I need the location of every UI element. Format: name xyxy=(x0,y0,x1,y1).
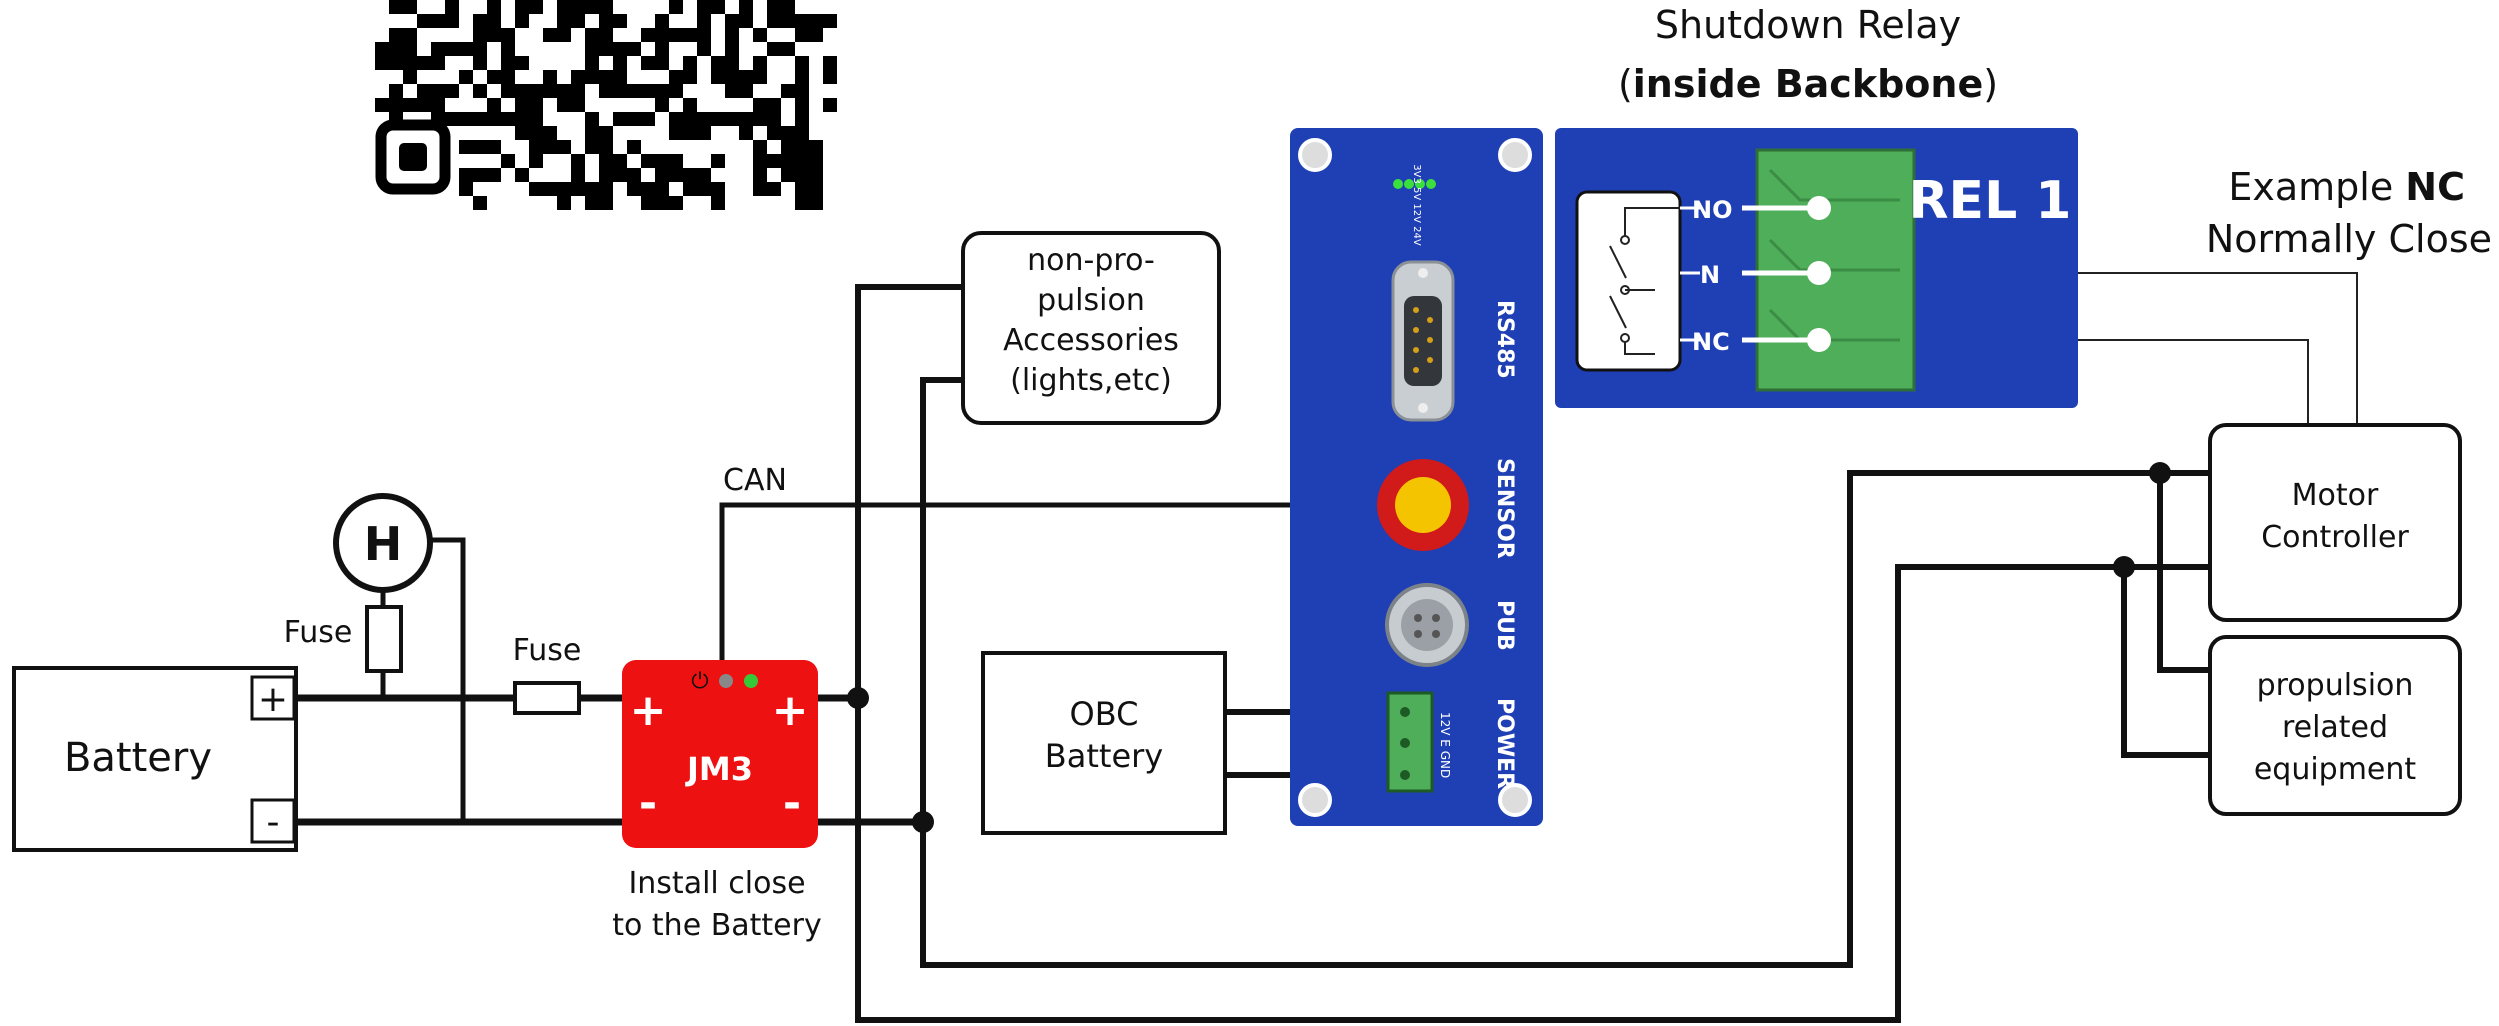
propulsion-line1: propulsion xyxy=(2257,668,2414,703)
power-connector xyxy=(1386,691,1434,793)
fuse-main: Fuse xyxy=(513,633,582,715)
backbone-led xyxy=(1393,179,1403,189)
junction-dot xyxy=(2149,462,2171,484)
wire-plus-bus xyxy=(855,284,2213,1023)
relay-terminal-n xyxy=(1807,261,1831,285)
jm3-minus-left: - xyxy=(639,778,657,829)
example-line2: Normally Close xyxy=(2206,217,2492,261)
junction-dot xyxy=(2113,556,2135,578)
example-nc-note: Example NC Normally Close xyxy=(2206,165,2492,261)
jm3-led-green xyxy=(744,674,758,688)
motor-controller-box: Motor Controller xyxy=(2208,423,2462,622)
motor-line1: Motor xyxy=(2292,478,2379,513)
wire-minus-bus xyxy=(920,377,2213,968)
fuse-left: Fuse xyxy=(284,605,403,673)
mounting-hole xyxy=(1498,138,1532,172)
fuse-main-label: Fuse xyxy=(513,633,582,668)
wire-plus-propulsion xyxy=(2157,470,2213,673)
can-label: CAN xyxy=(723,463,787,498)
mounting-hole xyxy=(1298,138,1332,172)
relay-title-line1: Shutdown Relay xyxy=(1655,3,1961,47)
obc-line1: OBC xyxy=(1070,695,1139,733)
qr-code xyxy=(375,0,837,210)
jm3-name: JM3 xyxy=(685,750,753,788)
obc-line2: Battery xyxy=(1045,737,1163,775)
jm3-note-line1: Install close xyxy=(628,866,805,901)
jm3-minus-right: - xyxy=(783,778,801,829)
accessories-line4: (lights,etc) xyxy=(1010,363,1172,398)
relay-nc-label: NC xyxy=(1692,328,1730,356)
backbone-led xyxy=(1426,179,1436,189)
mounting-hole xyxy=(1498,783,1532,817)
accessories-line1: non-pro- xyxy=(1027,243,1155,278)
relay-symbol-box xyxy=(1575,190,1682,372)
relay-title-line2: (inside Backbone) xyxy=(1618,62,1998,106)
relay-panel: NO N NC REL 1 xyxy=(1555,128,2078,408)
propulsion-line3: equipment xyxy=(2254,752,2417,787)
rs485-label: RS485 xyxy=(1492,300,1517,379)
battery-minus-terminal: - xyxy=(267,802,280,843)
jm3-led-grey xyxy=(719,674,733,688)
backbone-led xyxy=(1404,179,1414,189)
relay-name: REL 1 xyxy=(1909,171,2072,231)
hydrometer-symbol: H xyxy=(364,517,403,571)
obc-battery-box: OBC Battery xyxy=(981,651,1227,835)
motor-line2: Controller xyxy=(2261,520,2409,555)
relay-title: Shutdown Relay (inside Backbone) xyxy=(1618,3,1998,106)
backbone-led-labels: 3V3 5V 12V 24V xyxy=(1411,164,1422,246)
fuse-left-label: Fuse xyxy=(284,615,353,650)
wire-minus-propulsion xyxy=(2121,564,2213,758)
jm3-plus-left: + xyxy=(630,685,667,736)
wire-hydrometer-return xyxy=(422,537,466,825)
junction-dot xyxy=(847,687,869,709)
pub-label: PUB xyxy=(1492,600,1517,651)
jm3-plus-right: + xyxy=(772,685,809,736)
mounting-hole xyxy=(1298,783,1332,817)
wire-can xyxy=(719,502,1388,668)
rs485-socket xyxy=(1404,296,1442,386)
battery-label: Battery xyxy=(64,735,212,781)
junction-dot xyxy=(912,811,934,833)
jm3-power-icon: ⏻ xyxy=(691,669,708,694)
accessories-box: non-pro- pulsion Accessories (lights,etc… xyxy=(961,231,1221,425)
relay-n-label: N xyxy=(1700,261,1720,289)
sensor-label: SENSOR xyxy=(1492,458,1517,559)
propulsion-box: propulsion related equipment xyxy=(2208,635,2462,816)
relay-terminal-no xyxy=(1807,196,1831,220)
battery: Battery + - xyxy=(12,666,298,852)
relay-switch-line xyxy=(1624,207,1655,238)
battery-plus-terminal: + xyxy=(258,679,288,720)
power-pin-labels: 12V E GND xyxy=(1438,712,1452,778)
power-label: POWER xyxy=(1492,698,1517,789)
backbone-led xyxy=(1415,179,1425,189)
jm3-note-line2: to the Battery xyxy=(612,908,821,943)
jm3-body xyxy=(622,660,818,848)
accessories-line2: pulsion xyxy=(1037,283,1145,318)
propulsion-line2: related xyxy=(2282,710,2388,745)
hydrometer: H xyxy=(333,493,433,593)
example-line1: Example NC xyxy=(2228,165,2465,209)
relay-terminal-nc xyxy=(1807,328,1831,352)
accessories-line3: Accessories xyxy=(1003,323,1179,358)
relay-no-label: NO xyxy=(1692,196,1733,224)
backbone-unit: 3V3 5V 12V 24V RS485 SENSOR PUB 12V E GN… xyxy=(1290,128,1543,826)
jm3-unit: ⏻ + + JM3 - - Install close to the Batte… xyxy=(612,660,822,943)
